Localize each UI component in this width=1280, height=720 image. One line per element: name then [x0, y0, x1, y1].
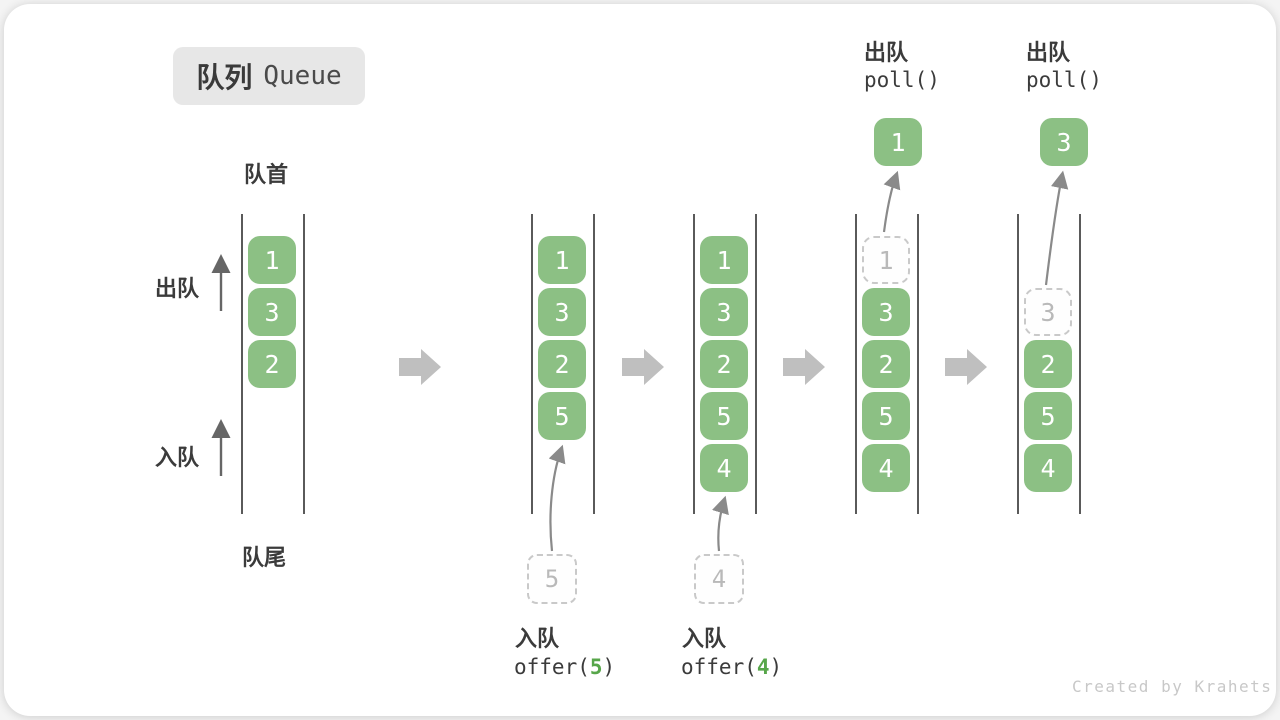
queue-cell: 2	[538, 340, 586, 388]
queue-cell: 3	[862, 288, 910, 336]
queue-cell: 1	[700, 236, 748, 284]
queue-wall	[755, 214, 757, 514]
queue-wall	[531, 214, 533, 514]
queue-cell: 4	[862, 444, 910, 492]
queue-cell: 2	[1024, 340, 1072, 388]
next-state-block-arrow-icon	[622, 349, 664, 385]
offer-code-pre: offer(	[681, 655, 757, 679]
offer-code-label: offer(4)	[681, 655, 782, 679]
dequeue-3-arrow-icon	[1044, 170, 1069, 286]
queue-wall	[303, 214, 305, 514]
poll-label-zh: 出队	[1026, 40, 1071, 65]
label-dequeue: 出队	[155, 276, 200, 301]
dequeued-value-box: 1	[874, 118, 922, 166]
label-queue-front: 队首	[244, 162, 289, 187]
queue-cell: 5	[538, 392, 586, 440]
queue-cell: 5	[700, 392, 748, 440]
poll-code-label: poll()	[864, 68, 940, 92]
label-queue-rear: 队尾	[242, 545, 287, 570]
queue-cell-dequeued: 3	[1024, 288, 1072, 336]
offer-label-zh: 入队	[515, 626, 560, 651]
queue-cell: 3	[538, 288, 586, 336]
offer-code-pre: offer(	[514, 655, 590, 679]
offer-code-arg: 5	[589, 655, 603, 679]
next-state-block-arrow-icon	[783, 349, 825, 385]
arrows-layer	[211, 170, 1069, 552]
offer-code-label: offer(5)	[514, 655, 615, 679]
queue-wall	[241, 214, 243, 514]
next-state-block-arrow-icon	[399, 349, 441, 385]
poll-label-zh: 出队	[864, 40, 909, 65]
queue-cell-dequeued: 1	[862, 236, 910, 284]
queue-cell: 5	[1024, 392, 1072, 440]
title-zh: 队列	[196, 62, 253, 93]
queue-cell: 2	[862, 340, 910, 388]
next-state-block-arrow-icon	[945, 349, 987, 385]
queue-cell: 4	[700, 444, 748, 492]
offer-code-post: )	[769, 655, 783, 679]
queue-cell: 3	[248, 288, 296, 336]
watermark: Created by Krahets	[1072, 677, 1273, 696]
enqueue-value-box: 4	[694, 554, 744, 604]
queue-cell: 4	[1024, 444, 1072, 492]
offer-label-zh: 入队	[682, 626, 727, 651]
enqueue-value-box: 5	[527, 554, 577, 604]
queue-cell: 3	[700, 288, 748, 336]
dequeued-value-box: 3	[1040, 118, 1088, 166]
queue-cell: 2	[700, 340, 748, 388]
queue-wall	[593, 214, 595, 514]
queue-wall	[1079, 214, 1081, 514]
poll-code-label: poll()	[1026, 68, 1102, 92]
queue-cell: 2	[248, 340, 296, 388]
title-badge: 队列 Queue	[173, 47, 365, 105]
queue-cell: 5	[862, 392, 910, 440]
offer-code-post: )	[602, 655, 616, 679]
label-enqueue: 入队	[155, 445, 200, 470]
title-en: Queue	[263, 61, 342, 91]
queue-wall	[917, 214, 919, 514]
enqueue-5-arrow-icon	[548, 444, 566, 552]
queue-wall	[1017, 214, 1019, 514]
queue-wall	[855, 214, 857, 514]
dequeue-1-arrow-icon	[882, 170, 901, 233]
queue-cell: 1	[248, 236, 296, 284]
queue-wall	[693, 214, 695, 514]
offer-code-arg: 4	[756, 655, 770, 679]
queue-cell: 1	[538, 236, 586, 284]
enqueue-4-arrow-icon	[712, 495, 729, 552]
